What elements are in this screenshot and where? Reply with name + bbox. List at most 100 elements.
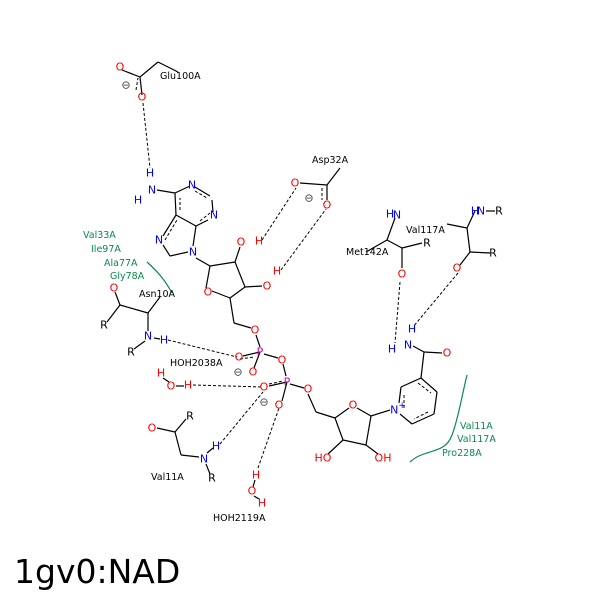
residue-val11a-label: Val11A — [151, 472, 184, 483]
bonds — [106, 61, 495, 500]
atom-o: O — [263, 280, 272, 293]
bond — [205, 265, 211, 289]
bond — [192, 225, 197, 247]
bond — [147, 296, 161, 314]
atom-o: O — [248, 485, 257, 498]
atom-r: R — [489, 247, 497, 260]
atom-o: O — [110, 282, 119, 295]
bond — [139, 61, 159, 78]
bond — [253, 495, 260, 500]
hydrophobic-contacts: Val33A Ile97A Ala77A Gly78A Val11A Val11… — [83, 230, 496, 463]
bond — [242, 351, 261, 357]
delocalized-bond — [199, 212, 211, 222]
residue-glu100a-label: Glu100A — [160, 71, 201, 82]
atom-o: O — [251, 324, 260, 337]
atom-r: R — [127, 346, 135, 359]
bond — [469, 251, 491, 254]
bond — [209, 261, 236, 267]
residue-pro228a-hydrophobic-label: Pro228A — [442, 448, 482, 459]
bond — [370, 409, 391, 417]
atom-n: N — [404, 339, 412, 352]
bond — [195, 219, 209, 227]
delocalized-bond — [268, 380, 284, 385]
bond — [399, 413, 413, 425]
hydrophobic-arc-right — [409, 374, 468, 463]
bond — [433, 391, 438, 415]
bond — [162, 377, 170, 383]
bond — [194, 186, 211, 197]
residue-val117a-hydrophobic-label: Val117A — [457, 434, 496, 445]
bond — [206, 447, 214, 454]
bond — [229, 286, 246, 299]
delocalized-bond — [135, 77, 139, 91]
atom-o: O — [398, 268, 407, 281]
bond — [327, 439, 344, 455]
bond — [156, 427, 176, 433]
hydrogen-bond — [167, 339, 238, 358]
atom-o: O — [275, 399, 284, 412]
bond — [420, 351, 425, 379]
atom-nplus: N+ — [390, 401, 406, 417]
bond — [169, 251, 189, 257]
atom-h: H — [252, 469, 260, 482]
atom-r: R — [186, 410, 194, 423]
water-hoh2119a-label: HOH2119A — [213, 513, 266, 524]
page-title: 1gv0:NAD — [14, 552, 181, 591]
bond — [400, 377, 422, 388]
atom-r: R — [495, 205, 503, 218]
atom-o: O — [443, 347, 452, 360]
bond — [106, 304, 121, 323]
bond — [244, 285, 263, 288]
water-hoh2038a-label: HOH2038A — [170, 358, 223, 369]
hydrogen-bond — [394, 281, 401, 344]
bond — [121, 69, 141, 78]
hydrophobic-arc-left — [146, 261, 173, 294]
bond — [162, 244, 171, 257]
delocalized-bond — [164, 219, 178, 241]
bond — [356, 407, 372, 417]
bond — [299, 182, 328, 186]
atom-o: O — [304, 383, 313, 396]
atom-n: N — [477, 205, 485, 218]
atom-minus: ⊖ — [304, 192, 313, 205]
bond — [234, 246, 241, 263]
atom-n: N — [188, 179, 196, 192]
bond — [289, 383, 305, 389]
bond — [234, 261, 246, 288]
bond — [315, 411, 336, 419]
bond — [174, 185, 191, 194]
hydrogen-bond — [412, 272, 459, 328]
bond — [342, 439, 367, 446]
atom-h: H — [157, 367, 165, 380]
bond — [307, 393, 317, 413]
atom-o: O — [453, 262, 462, 275]
bond — [268, 381, 288, 387]
bond — [466, 210, 476, 229]
bond — [205, 463, 211, 475]
bond — [423, 351, 443, 354]
bond — [459, 251, 471, 266]
residue-asp32a-label: Asp32A — [312, 155, 349, 166]
atom-p: P — [257, 346, 264, 359]
atom-n: N — [189, 246, 197, 259]
residue-asn10a-label: Asn10A — [139, 289, 176, 300]
atom-h: H — [184, 379, 192, 392]
bond — [398, 386, 402, 404]
atom-n: N — [200, 453, 208, 466]
bond — [175, 214, 197, 227]
bond — [195, 257, 211, 267]
bond — [263, 353, 279, 359]
atom-h: H — [258, 497, 266, 510]
atom-h: H — [146, 167, 154, 180]
bond — [133, 340, 146, 350]
bond — [446, 223, 468, 229]
atom-n: N — [148, 184, 156, 197]
atom-o: O — [260, 381, 269, 394]
bond — [365, 444, 379, 455]
atom-h: H — [255, 235, 263, 248]
atom-h: H — [160, 334, 168, 347]
atom-o: O — [237, 236, 246, 249]
residue-met142a-label: Met142A — [346, 247, 389, 258]
bond — [401, 242, 423, 249]
hydrogen-bond — [219, 391, 264, 445]
